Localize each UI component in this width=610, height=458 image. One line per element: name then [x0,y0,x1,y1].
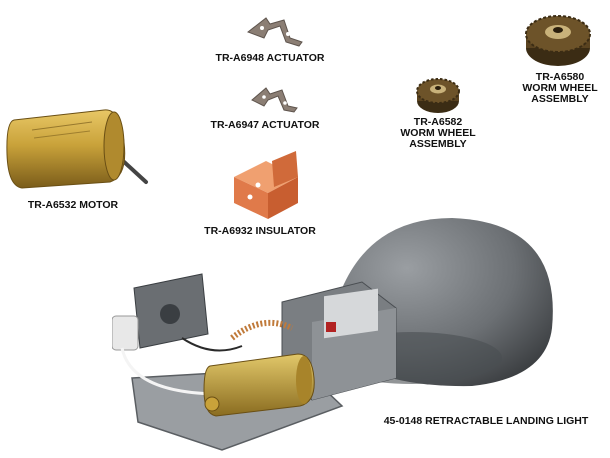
landing-light-assembly-icon [112,218,608,458]
worm-wheel-a6580-icon [522,8,594,72]
actuator-a6947-icon [250,80,300,114]
landing-light-label: 45-0148 RETRACTABLE LANDING LIGHT [383,415,589,427]
copper-insulator-icon [228,147,304,223]
worm-wheel-a6580-line3: ASSEMBLY [531,93,589,105]
motor-label: TR-A6532 MOTOR [27,199,119,211]
actuator-a6948-icon [244,8,306,48]
worm-wheel-a6580-part-number: TR-A6580 [535,71,585,83]
worm-wheel-a6582-label: TR-A6582 WORM WHEEL ASSEMBLY [398,117,478,150]
worm-wheel-a6580-line2: WORM WHEEL [522,82,598,94]
brass-motor-icon [4,102,150,194]
actuator-a6948-label: TR-A6948 ACTUATOR [215,52,325,64]
worm-wheel-a6582-line3: ASSEMBLY [409,138,467,150]
actuator-a6947-label: TR-A6947 ACTUATOR [210,119,320,131]
worm-wheel-a6582-icon [414,75,462,115]
worm-wheel-a6582-part-number: TR-A6582 [413,116,463,128]
worm-wheel-a6582-line2: WORM WHEEL [400,127,476,139]
insulator-label: TR-A6932 INSULATOR [204,225,316,237]
worm-wheel-a6580-label: TR-A6580 WORM WHEEL ASSEMBLY [520,72,600,105]
